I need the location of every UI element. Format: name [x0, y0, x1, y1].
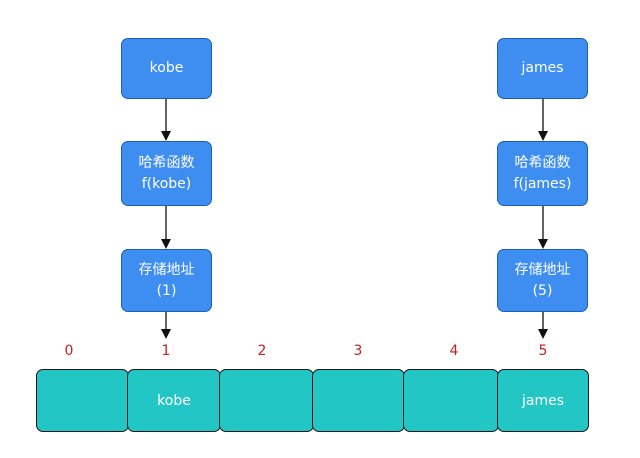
storage-address-label: 存储地址	[514, 261, 571, 278]
storage-address-box-kobe: 存储地址 (1)	[121, 249, 212, 312]
hash-function-box-kobe: 哈希函数 f(kobe)	[121, 141, 212, 206]
array-cell-value: kobe	[157, 392, 191, 409]
array-cell-4	[403, 369, 499, 432]
array-index-0: 0	[64, 343, 74, 359]
james-box: james	[497, 38, 588, 99]
array-index-2: 2	[257, 343, 267, 359]
hash-function-box-james: 哈希函数 f(james)	[497, 141, 588, 206]
array-index-3: 3	[353, 343, 363, 359]
storage-address-value: (1)	[156, 282, 177, 299]
array-cell-0	[36, 369, 129, 432]
array-cell-1: kobe	[127, 369, 221, 432]
array-index-4: 4	[449, 343, 459, 359]
array-cell-5: james	[497, 369, 589, 432]
array-cell-2	[219, 369, 314, 432]
kobe-box-label: kobe	[149, 60, 184, 76]
storage-address-value: (5)	[532, 282, 553, 299]
array-cell-value: james	[521, 392, 564, 409]
james-box-label: james	[521, 60, 564, 76]
array-cell-3	[312, 369, 405, 432]
hash-function-call: f(james)	[513, 175, 572, 192]
hash-function-label: 哈希函数	[514, 154, 571, 171]
storage-address-box-james: 存储地址 (5)	[497, 249, 588, 312]
array-index-1: 1	[161, 343, 171, 359]
storage-address-label: 存储地址	[138, 261, 195, 278]
hash-function-label: 哈希函数	[138, 154, 195, 171]
array-index-5: 5	[538, 343, 548, 359]
kobe-box: kobe	[121, 38, 212, 99]
hash-function-call: f(kobe)	[141, 175, 192, 192]
